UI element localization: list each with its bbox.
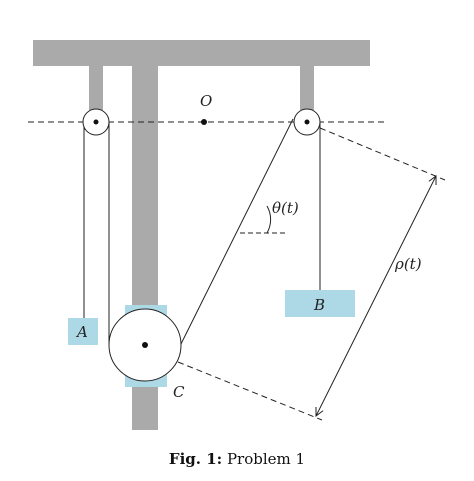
label-c: C	[173, 383, 185, 401]
label-b: B	[313, 296, 325, 314]
rho-extension-top	[319, 127, 446, 181]
figure-caption: Fig. 1: Problem 1	[0, 450, 474, 468]
label-a: A	[75, 323, 88, 341]
label-rho: ρ(t)	[394, 255, 422, 273]
pulley-c-axle	[142, 342, 148, 348]
left-pulley-axle	[93, 119, 99, 125]
caption-prefix: Fig. 1:	[168, 450, 223, 468]
left-pulley-support	[89, 66, 103, 110]
label-theta: θ(t)	[272, 199, 299, 217]
rho-dimension-arrow	[316, 176, 436, 416]
ceiling-beam	[33, 40, 370, 66]
block-a	[68, 318, 98, 345]
origin-point	[201, 119, 207, 125]
rho-extension-bottom	[177, 361, 323, 421]
right-pulley-axle	[304, 119, 310, 125]
label-o: O	[200, 92, 212, 110]
caption-text: Problem 1	[226, 450, 306, 468]
right-pulley-support	[300, 66, 314, 110]
theta-arc	[266, 205, 272, 234]
rope-diagonal	[176, 118, 294, 353]
